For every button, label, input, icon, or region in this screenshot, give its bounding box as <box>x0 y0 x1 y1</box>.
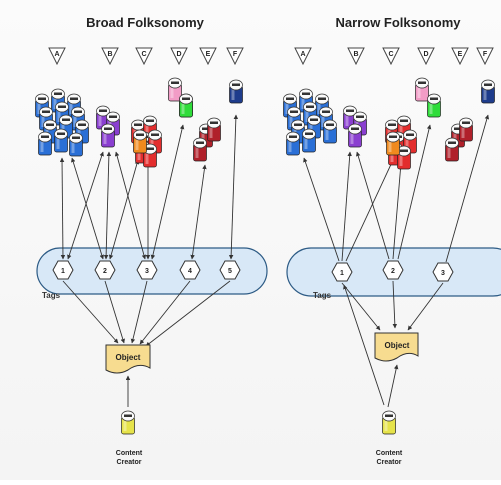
broad-user-e-2 <box>193 137 207 162</box>
narrow-user-d-green-0 <box>427 93 441 118</box>
narrow-user-f-0 <box>481 79 495 104</box>
user-triangle-d: D <box>417 47 435 66</box>
broad-user-tag-arrows <box>59 114 239 260</box>
user-triangle-f: F <box>226 47 244 66</box>
svg-text:C: C <box>141 51 146 58</box>
user-triangle-a: A <box>48 47 66 66</box>
broad-user-a-11 <box>69 132 83 157</box>
broad-tag-2: 2 <box>94 260 116 280</box>
svg-text:D: D <box>176 51 181 58</box>
broad-user-a-10 <box>54 128 68 153</box>
narrow-title: Narrow Folksonomy <box>336 15 462 30</box>
narrow-tags-label: Tags <box>313 291 332 300</box>
broad-creator-label-1: Content <box>116 450 143 457</box>
svg-text:2: 2 <box>391 268 395 275</box>
broad-tag-4: 4 <box>179 260 201 280</box>
svg-text:A: A <box>54 51 59 58</box>
user-triangle-c: C <box>382 47 400 66</box>
narrow-creator-arrows <box>343 284 399 408</box>
narrow-content-creator <box>382 410 396 435</box>
svg-text:C: C <box>388 51 393 58</box>
narrow-user-d-0 <box>415 77 429 102</box>
broad-tag-5: 5 <box>219 260 241 280</box>
narrow-user-e-2 <box>445 137 459 162</box>
svg-text:3: 3 <box>441 270 445 277</box>
svg-text:1: 1 <box>61 268 65 275</box>
broad-tags-label: Tags <box>42 291 61 300</box>
broad-title: Broad Folksonomy <box>86 15 205 30</box>
narrow-user-b-2 <box>348 123 362 148</box>
broad-panel: Broad Folksonomy A B C D E F Tags 1 2 3 … <box>36 15 268 466</box>
svg-text:B: B <box>353 51 358 58</box>
broad-creator-label-2: Creator <box>117 459 142 466</box>
svg-text:D: D <box>423 51 428 58</box>
broad-user-b-2 <box>101 123 115 148</box>
broad-user-a-7 <box>59 114 73 139</box>
narrow-user-c-5 <box>397 145 411 170</box>
user-cylinders <box>35 77 495 435</box>
broad-tag-object-arrows <box>62 280 231 347</box>
narrow-user-tag-arrows <box>303 114 490 263</box>
broad-user-e-1 <box>207 117 221 142</box>
narrow-creator-label-1: Content <box>376 450 403 457</box>
svg-text:3: 3 <box>145 268 149 275</box>
narrow-user-c-orange-0 <box>386 131 400 156</box>
svg-text:E: E <box>206 51 211 58</box>
broad-user-d-green-0 <box>179 93 193 118</box>
broad-user-f-0 <box>229 79 243 104</box>
narrow-panel: Narrow Folksonomy A B C D E F Tags 1 2 3… <box>286 15 501 466</box>
user-triangle-f: F <box>476 47 494 66</box>
user-triangle-b: B <box>347 47 365 66</box>
narrow-tag-1: 1 <box>331 262 353 282</box>
user-triangle-a: A <box>294 47 312 66</box>
narrow-object-shape <box>374 332 419 362</box>
narrow-creator-label-2: Creator <box>377 459 402 466</box>
user-triangle-d: D <box>170 47 188 66</box>
narrow-tag-object-arrows <box>341 280 444 331</box>
user-triangle-e: E <box>199 47 217 66</box>
svg-text:F: F <box>483 51 488 58</box>
svg-text:4: 4 <box>188 268 192 275</box>
narrow-object-label: Object <box>385 341 410 350</box>
user-triangle-b: B <box>101 47 119 66</box>
narrow-user-a-8 <box>323 119 337 144</box>
narrow-user-a-10 <box>302 128 316 153</box>
svg-text:A: A <box>300 51 305 58</box>
broad-user-a-9 <box>38 131 52 156</box>
broad-user-c-orange-0 <box>133 129 147 154</box>
user-triangle-e: E <box>451 47 469 66</box>
narrow-user-e-1 <box>459 117 473 142</box>
svg-text:B: B <box>107 51 112 58</box>
narrow-user-c-3 <box>403 129 417 154</box>
broad-tag-1: 1 <box>52 260 74 280</box>
narrow-tag-3: 3 <box>432 262 454 282</box>
svg-text:2: 2 <box>103 268 107 275</box>
svg-text:5: 5 <box>228 268 232 275</box>
user-triangle-c: C <box>135 47 153 66</box>
svg-text:1: 1 <box>340 270 344 277</box>
broad-user-d-0 <box>168 77 182 102</box>
narrow-tag-2: 2 <box>382 260 404 280</box>
broad-content-creator <box>121 410 135 435</box>
broad-object-label: Object <box>116 353 141 362</box>
broad-tag-3: 3 <box>136 260 158 280</box>
narrow-user-a-9 <box>286 131 300 156</box>
broad-object-shape <box>105 344 151 374</box>
svg-text:E: E <box>458 51 463 58</box>
svg-text:F: F <box>233 51 238 58</box>
